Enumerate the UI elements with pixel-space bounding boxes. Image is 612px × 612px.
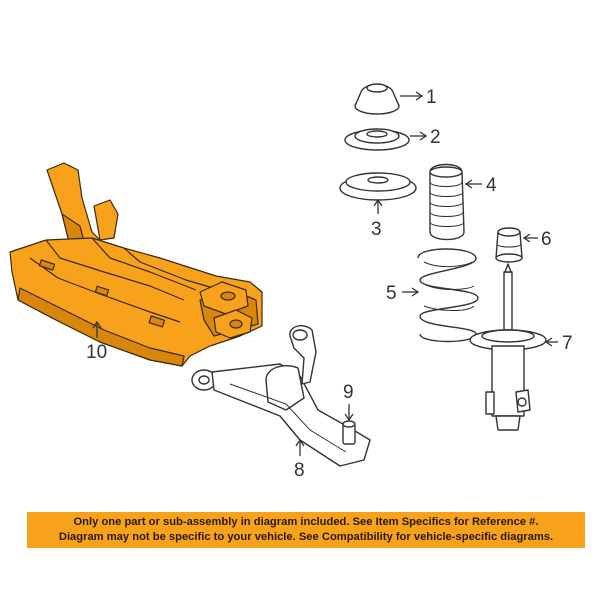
strut-mount-part-1[interactable] bbox=[354, 83, 400, 115]
subframe-part-10[interactable] bbox=[9, 162, 263, 367]
disclaimer-line-2: Diagram may not be specific to your vehi… bbox=[58, 531, 554, 543]
callout-8: 8 bbox=[294, 460, 305, 481]
spring-seat-part-3[interactable] bbox=[339, 172, 417, 201]
callout-4: 4 bbox=[486, 175, 497, 196]
callout-2: 2 bbox=[430, 127, 441, 148]
disclaimer-line-1: Only one part or sub-assembly in diagram… bbox=[73, 516, 539, 528]
dust-boot-part-4[interactable] bbox=[429, 163, 465, 241]
coil-spring-part-5[interactable] bbox=[417, 248, 479, 343]
callout-10: 10 bbox=[86, 342, 107, 363]
callout-labels: 1 2 3 4 5 6 7 8 9 10 bbox=[86, 87, 573, 481]
callout-6: 6 bbox=[541, 229, 552, 250]
callout-1: 1 bbox=[426, 87, 437, 108]
callout-9: 9 bbox=[343, 382, 354, 403]
callout-7: 7 bbox=[562, 333, 573, 354]
disclaimer-banner: Only one part or sub-assembly in diagram… bbox=[27, 512, 585, 548]
strut-assembly-part-7[interactable] bbox=[469, 263, 547, 431]
ball-joint-part-9[interactable] bbox=[342, 420, 356, 445]
parts-diagram: 1 2 3 4 5 6 7 8 9 10 bbox=[9, 83, 573, 481]
callout-3: 3 bbox=[371, 219, 382, 240]
lower-control-arm-part-8[interactable] bbox=[191, 325, 371, 467]
callout-5: 5 bbox=[386, 283, 397, 304]
bump-stop-part-6[interactable] bbox=[495, 227, 523, 263]
leader-lines bbox=[92, 91, 558, 456]
bearing-plate-part-2[interactable] bbox=[344, 128, 410, 151]
